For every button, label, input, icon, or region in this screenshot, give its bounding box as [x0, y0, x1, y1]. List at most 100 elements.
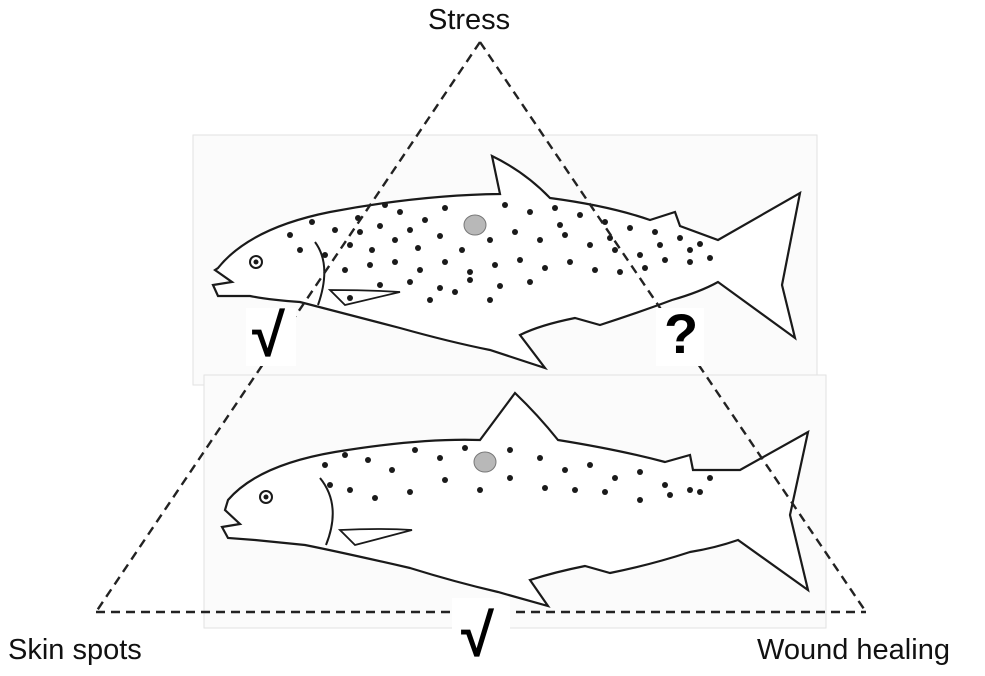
skin-spot: [377, 282, 383, 288]
skin-spot: [687, 259, 693, 265]
skin-spot: [309, 219, 315, 225]
skin-spot: [617, 269, 623, 275]
upper-fish-wound: [464, 215, 486, 235]
skin-spot: [342, 452, 348, 458]
skin-spot: [357, 229, 363, 235]
skin-spot: [342, 267, 348, 273]
skin-spot: [297, 247, 303, 253]
skin-spot: [537, 237, 543, 243]
skin-spot: [442, 259, 448, 265]
skin-spot: [657, 242, 663, 248]
skin-spot: [507, 475, 513, 481]
skin-spot: [587, 462, 593, 468]
right-edge-question-mark: ?: [664, 306, 698, 362]
skin-spot: [392, 259, 398, 265]
skin-spot: [377, 223, 383, 229]
skin-spot: [437, 285, 443, 291]
skin-spot: [365, 457, 371, 463]
skin-spot: [442, 477, 448, 483]
skin-spot: [562, 467, 568, 473]
skin-spot: [652, 229, 658, 235]
skin-spot: [502, 202, 508, 208]
skin-spot: [347, 242, 353, 248]
skin-spot: [437, 233, 443, 239]
skin-spot: [477, 487, 483, 493]
skin-spot: [642, 265, 648, 271]
skin-spot: [452, 289, 458, 295]
skin-spot: [287, 232, 293, 238]
skin-spot: [367, 262, 373, 268]
skin-spot: [612, 247, 618, 253]
skin-spot: [612, 475, 618, 481]
upper-fish-pupil: [254, 260, 259, 265]
skin-spot: [407, 489, 413, 495]
skin-spot: [577, 212, 583, 218]
skin-spot: [542, 485, 548, 491]
bottom-edge-check-mark: √: [461, 606, 494, 666]
skin-spot: [392, 237, 398, 243]
skin-spot: [602, 489, 608, 495]
skin-spot: [442, 205, 448, 211]
skin-spot: [382, 202, 388, 208]
skin-spot: [462, 445, 468, 451]
skin-spot: [542, 265, 548, 271]
skin-spot: [415, 245, 421, 251]
skin-spot: [697, 241, 703, 247]
skin-spot: [332, 227, 338, 233]
vertex-label-wound-healing: Wound healing: [757, 634, 950, 667]
skin-spot: [372, 495, 378, 501]
lower-fish-wound: [474, 452, 496, 472]
skin-spot: [369, 247, 375, 253]
skin-spot: [572, 487, 578, 493]
skin-spot: [562, 232, 568, 238]
skin-spot: [707, 475, 713, 481]
skin-spot: [637, 497, 643, 503]
skin-spot: [397, 209, 403, 215]
skin-spot: [587, 242, 593, 248]
vertex-label-skin-spots: Skin spots: [8, 634, 142, 667]
skin-spot: [487, 237, 493, 243]
skin-spot: [552, 205, 558, 211]
skin-spot: [527, 209, 533, 215]
skin-spot: [687, 487, 693, 493]
skin-spot: [407, 227, 413, 233]
skin-spot: [492, 262, 498, 268]
skin-spot: [557, 222, 563, 228]
skin-spot: [347, 295, 353, 301]
skin-spot: [537, 455, 543, 461]
skin-spot: [427, 297, 433, 303]
skin-spot: [512, 229, 518, 235]
skin-spot: [347, 487, 353, 493]
skin-spot: [627, 225, 633, 231]
skin-spot: [407, 279, 413, 285]
skin-spot: [592, 267, 598, 273]
skin-spot: [422, 217, 428, 223]
skin-spot: [637, 469, 643, 475]
skin-spot: [412, 447, 418, 453]
skin-spot: [662, 482, 668, 488]
skin-spot: [637, 252, 643, 258]
skin-spot: [707, 255, 713, 261]
skin-spot: [327, 482, 333, 488]
skin-spot: [677, 235, 683, 241]
skin-spot: [517, 257, 523, 263]
skin-spot: [527, 279, 533, 285]
lower-fish-pupil: [264, 495, 269, 500]
skin-spot: [467, 277, 473, 283]
vertex-label-stress: Stress: [428, 4, 510, 37]
left-edge-check-mark: √: [252, 306, 285, 366]
skin-spot: [322, 252, 328, 258]
skin-spot: [687, 247, 693, 253]
skin-spot: [497, 283, 503, 289]
skin-spot: [467, 269, 473, 275]
skin-spot: [389, 467, 395, 473]
skin-spot: [567, 259, 573, 265]
skin-spot: [322, 462, 328, 468]
skin-spot: [487, 297, 493, 303]
skin-spot: [459, 247, 465, 253]
skin-spot: [667, 492, 673, 498]
skin-spot: [662, 257, 668, 263]
skin-spot: [417, 267, 423, 273]
